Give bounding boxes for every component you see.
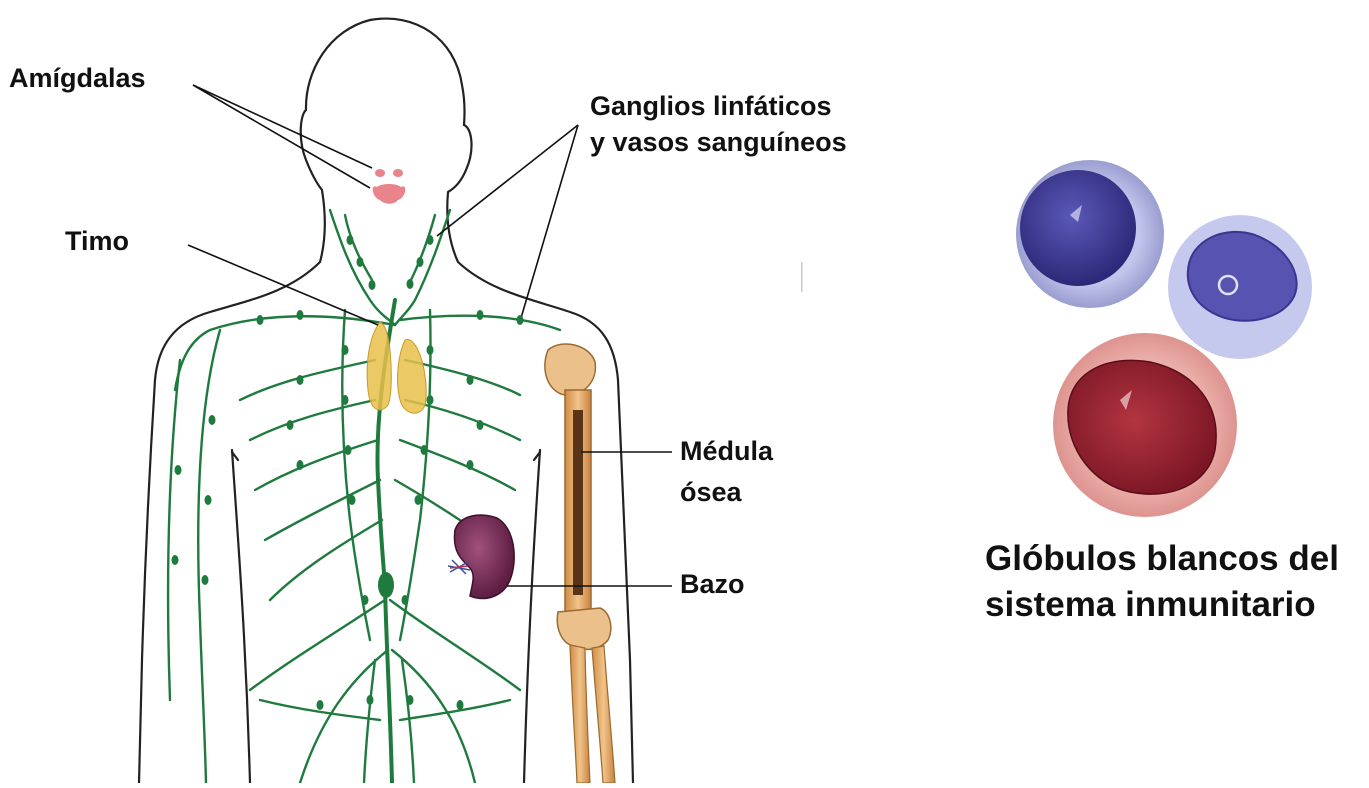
lymph-nodes-group bbox=[172, 235, 524, 710]
lymph-node-icon bbox=[477, 310, 484, 320]
label-bone-marrow-line1: Médula bbox=[680, 433, 773, 469]
lymph-node-icon bbox=[357, 257, 364, 267]
lymph-node-icon bbox=[467, 460, 474, 470]
lymph-node-icon bbox=[415, 495, 422, 505]
lymph-node-icon bbox=[297, 375, 304, 385]
lymph-node-icon bbox=[467, 375, 474, 385]
label-bone-marrow-line2: ósea bbox=[680, 474, 742, 510]
lymph-node-icon bbox=[369, 280, 376, 290]
label-tonsils: Amígdalas bbox=[9, 60, 146, 96]
lymph-node-icon bbox=[297, 310, 304, 320]
lymph-node-icon bbox=[205, 495, 212, 505]
lymph-node-icon bbox=[287, 420, 294, 430]
lymph-network-icon bbox=[168, 210, 560, 783]
lymph-node-icon bbox=[427, 345, 434, 355]
caption-line1: Glóbulos blancos del bbox=[985, 537, 1339, 581]
lymph-node-icon bbox=[209, 415, 216, 425]
label-spleen: Bazo bbox=[680, 566, 745, 602]
white-blood-cell-icon bbox=[1168, 215, 1312, 359]
white-blood-cell-icon bbox=[1053, 333, 1237, 517]
lymph-node-icon bbox=[427, 395, 434, 405]
lymph-node-icon bbox=[257, 315, 264, 325]
lymph-node-icon bbox=[517, 315, 524, 325]
lymph-node-icon bbox=[362, 595, 369, 605]
lymph-node-icon bbox=[427, 235, 434, 245]
lymph-node-icon bbox=[342, 395, 349, 405]
lymph-node-icon bbox=[407, 695, 414, 705]
label-lymph-nodes-line2: y vasos sanguíneos bbox=[590, 124, 847, 160]
lymph-node-icon bbox=[402, 595, 409, 605]
spleen-icon bbox=[448, 515, 514, 598]
arm-bone-icon bbox=[545, 344, 615, 783]
label-thymus: Timo bbox=[65, 223, 129, 259]
caption-line2: sistema inmunitario bbox=[985, 583, 1316, 627]
lymph-node-icon bbox=[175, 465, 182, 475]
lymph-node-icon bbox=[317, 700, 324, 710]
lymph-node-icon bbox=[378, 572, 394, 598]
lymph-node-icon bbox=[172, 555, 179, 565]
lymph-node-icon bbox=[417, 257, 424, 267]
tonsils-icon bbox=[373, 169, 406, 204]
lymph-node-icon bbox=[297, 460, 304, 470]
lymph-node-icon bbox=[457, 700, 464, 710]
lymph-node-icon bbox=[342, 345, 349, 355]
lymph-node-icon bbox=[345, 445, 352, 455]
lymph-node-icon bbox=[347, 235, 354, 245]
lymph-node-icon bbox=[407, 279, 414, 289]
separator-mark bbox=[801, 262, 803, 292]
lymph-node-icon bbox=[421, 445, 428, 455]
lymph-node-icon bbox=[367, 695, 374, 705]
lymph-node-icon bbox=[202, 575, 209, 585]
label-lymph-nodes-line1: Ganglios linfáticos bbox=[590, 88, 832, 124]
lymph-node-icon bbox=[477, 420, 484, 430]
thymus-icon bbox=[367, 322, 426, 413]
lymph-node-icon bbox=[349, 495, 356, 505]
white-blood-cell-icon bbox=[1016, 160, 1164, 308]
